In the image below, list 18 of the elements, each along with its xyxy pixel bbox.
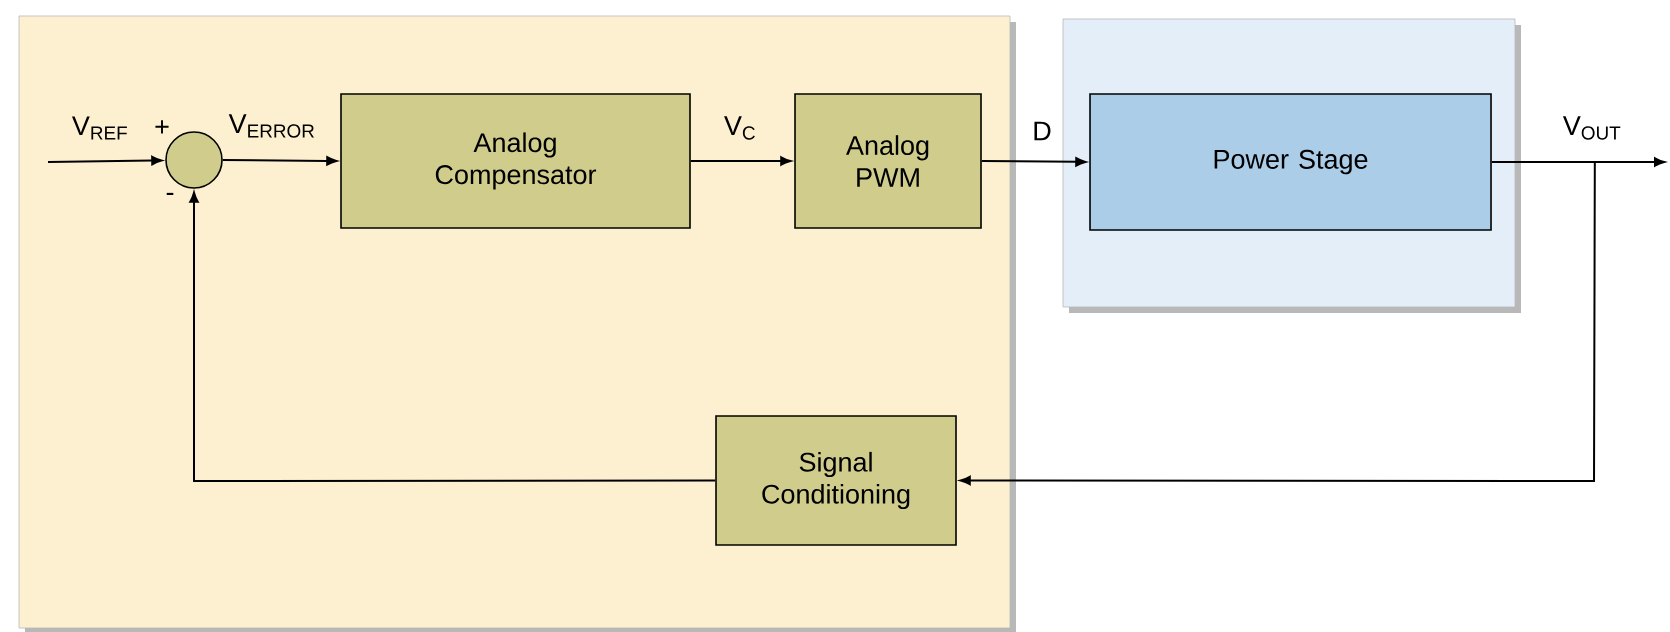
block-box: Analog PWM — [794, 93, 982, 229]
block-box: Power Stage — [1089, 93, 1492, 231]
block-box: Signal Conditioning — [715, 415, 957, 546]
signal-label: V$_{C}$ — [724, 116, 755, 140]
signal-label: V$_{ERROR}$ — [228, 114, 314, 138]
arrow — [189, 191, 717, 482]
sign-label: - — [166, 192, 174, 195]
arrow — [980, 157, 1087, 167]
signal-label: D — [1034, 121, 1051, 141]
arrow — [221, 156, 338, 166]
arrow — [47, 155, 163, 166]
arrow — [689, 156, 792, 166]
signal-label: V$_{OUT}$ — [1562, 116, 1621, 140]
arrow — [1490, 157, 1666, 167]
sign-label: + — [155, 120, 169, 134]
signal-label: V$_{REF}$ — [71, 116, 127, 140]
arrow — [959, 161, 1596, 486]
block-box: Analog Compensator — [340, 93, 691, 229]
